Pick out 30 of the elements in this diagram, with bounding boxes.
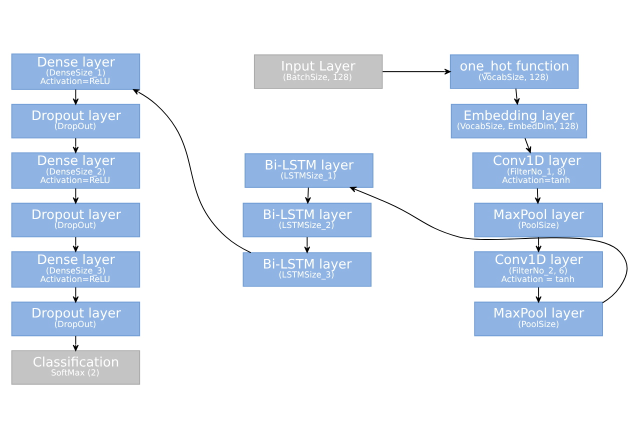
node-box: MaxPool layer (PoolSize)	[474, 302, 603, 336]
node-box: Bi-LSTM layer (LSTMSize_1)	[244, 153, 374, 188]
node-box: Conv1D layer (FilterNo_1, 8) Activation=tanh	[472, 152, 602, 189]
arrow	[304, 236, 310, 253]
node-box: Dropout layer (DropOut)	[11, 202, 140, 238]
node-box: Dense layer (DenseSize_1) Activation=ReLU	[11, 53, 140, 90]
node-box: Embedding layer (VocabSize, EmbedDim, 128)	[450, 104, 588, 138]
arrow	[536, 286, 542, 303]
arrow	[72, 89, 79, 105]
node-box: Bi-LSTM layer (LSTMSize_3)	[242, 252, 372, 287]
arrow	[350, 186, 628, 304]
node-box: Dense layer (DenseSize_3) Activation=ReLU	[11, 251, 140, 288]
node-box: Dropout layer (DropOut)	[11, 302, 140, 336]
node-box: Classification SoftMax (2)	[11, 350, 140, 385]
node-box: Bi-LSTM layer (LSTMSize_2)	[242, 202, 372, 238]
node-box: one_hot function (VocabSize, 128)	[450, 54, 579, 89]
arrow	[514, 88, 520, 105]
node-box: Input Layer (BatchSize, 128)	[254, 54, 383, 89]
node-box: Conv1D layer (FilterNo_2, 6) Activation = tanh	[474, 251, 603, 288]
arrow	[382, 68, 451, 75]
node-box: Dropout layer (DropOut)	[11, 104, 140, 138]
arrow	[72, 286, 79, 303]
arrow	[536, 236, 542, 252]
arrow	[524, 138, 532, 154]
arrow	[534, 188, 541, 204]
node-box: Dense layer (DenseSize_2) Activation=ReLU	[11, 152, 140, 189]
arrow	[72, 188, 79, 204]
arrow	[132, 89, 252, 254]
node-box: MaxPool layer (PoolSize)	[474, 202, 603, 238]
arrow	[305, 187, 311, 204]
